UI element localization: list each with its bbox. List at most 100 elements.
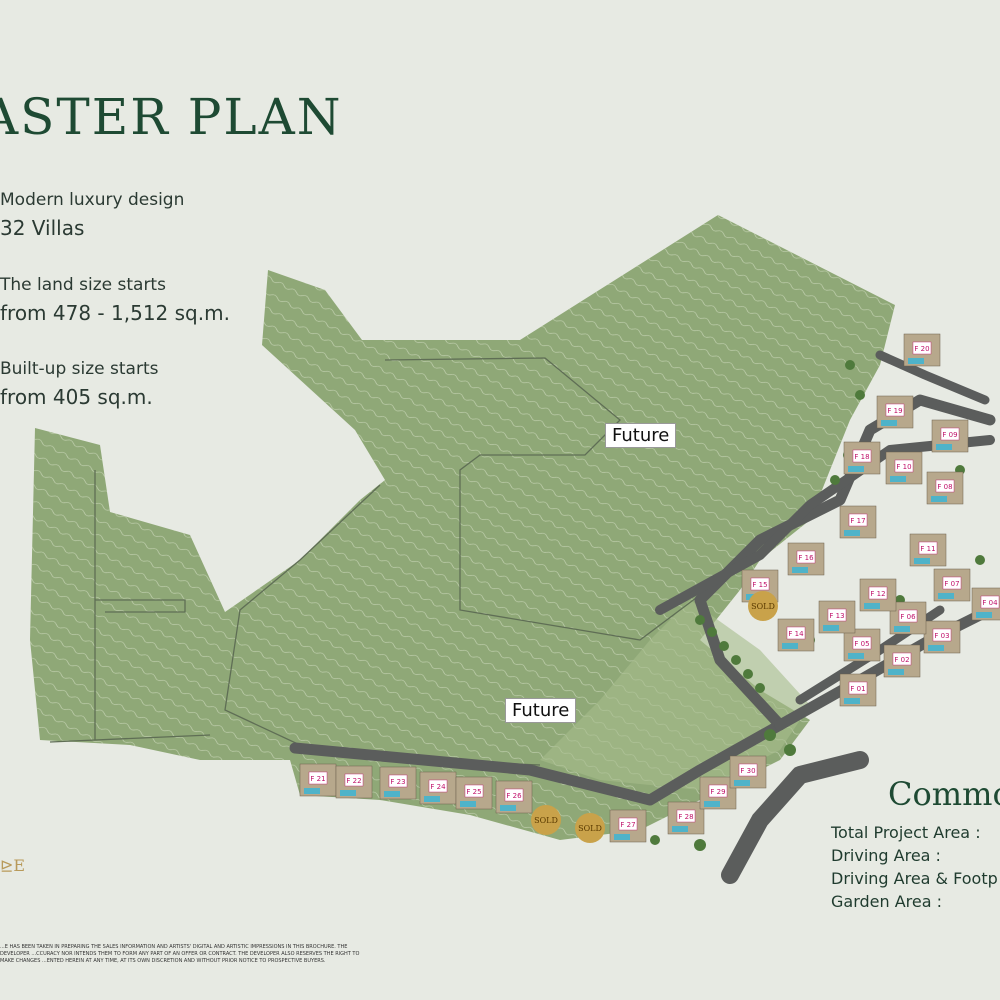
villa-label-box: [852, 449, 872, 463]
sold-badges: SOLD SOLD SOLD: [531, 591, 778, 843]
common-area-title: Commo: [888, 775, 1000, 813]
villa-plot: F 22: [335, 765, 373, 799]
page-title: ASTER PLAN: [0, 88, 343, 146]
feature-label-design: Modern luxury design: [0, 190, 185, 210]
boundary-west: [94, 470, 186, 740]
road-main: [655, 435, 995, 615]
villa-label-box: [796, 550, 816, 564]
villa-pool: [792, 567, 808, 573]
sold-badge-1: SOLD: [531, 805, 561, 835]
villa-pool: [890, 476, 906, 482]
villa-pool: [340, 790, 356, 796]
villa-plot: F 05: [843, 628, 881, 662]
boundary-track: [49, 734, 211, 743]
villa-plot: F 24: [419, 771, 457, 805]
villa-plot: F 19: [876, 395, 914, 429]
villa-plot: F 21: [299, 763, 337, 797]
villa-pool: [460, 801, 476, 807]
villa-label-box: [708, 784, 728, 798]
villa-number: F 26: [506, 792, 522, 800]
villa-plot: F 11: [909, 533, 947, 567]
villa-label-box: [676, 809, 696, 823]
villa-plot: F 02: [883, 644, 921, 678]
future-label-south: Future: [505, 698, 577, 723]
villa-label-box: [912, 341, 932, 355]
villa-label-box: [827, 608, 847, 622]
villa-label-box: [918, 541, 938, 555]
villa-label-box: [892, 652, 912, 666]
villa-plot: F 20: [903, 333, 941, 367]
villa-plot: F 16: [787, 542, 825, 576]
villa-pool: [704, 801, 720, 807]
brand-logo: ⊵E: [0, 856, 26, 875]
svg-text:SOLD: SOLD: [578, 824, 602, 833]
villa-pool: [424, 796, 440, 802]
villa-label-box: [750, 577, 770, 591]
villa-pool: [894, 626, 910, 632]
villa-plot: F 14: [777, 618, 815, 652]
villa-pool: [672, 826, 688, 832]
villa-number: F 01: [850, 685, 865, 693]
villa-pool: [928, 645, 944, 651]
villa-label-box: [388, 774, 408, 788]
villa-pool: [500, 805, 516, 811]
villa-plot: F 01: [839, 673, 877, 707]
villa-number: F 09: [942, 431, 957, 439]
villa-pool: [823, 625, 839, 631]
villa-label-box: [885, 403, 905, 417]
villa-label-box: [868, 586, 888, 600]
villa-label-box: [344, 773, 364, 787]
villa-pool: [848, 466, 864, 472]
legal-disclaimer: ...E HAS BEEN TAKEN IN PREPARING THE SAL…: [0, 944, 360, 964]
villa-pool: [844, 698, 860, 704]
feature-label-land: The land size starts: [0, 275, 166, 295]
villa-label-box: [738, 763, 758, 777]
villa-label-box: [618, 817, 638, 831]
villa-number: F 13: [829, 612, 844, 620]
driving-footpath-area-label: Driving Area & Footp: [831, 869, 998, 888]
svg-text:SOLD: SOLD: [534, 816, 558, 825]
villa-plot: F 27: [609, 809, 647, 843]
villa-number: F 27: [620, 821, 635, 829]
villa-number: F 16: [798, 554, 814, 562]
villa-plot: F 26: [495, 780, 533, 814]
future-label-north: Future: [605, 423, 677, 448]
villa-pool: [304, 788, 320, 794]
villa-pool: [384, 791, 400, 797]
trees: [650, 360, 985, 851]
villa-number: F 12: [870, 590, 885, 598]
villa-pool: [844, 530, 860, 536]
villa-number: F 17: [850, 517, 865, 525]
villa-number: F 08: [937, 483, 952, 491]
villa-label-box: [935, 479, 955, 493]
villa-number: F 03: [934, 632, 949, 640]
villa-plot: F 06: [889, 601, 927, 635]
villa-number: F 15: [752, 581, 767, 589]
villa-number: F 07: [944, 580, 959, 588]
villa-pool: [931, 496, 947, 502]
villa-label-box: [848, 681, 868, 695]
villa-plot: F 18: [843, 441, 881, 475]
villa-pool: [864, 603, 880, 609]
villa-number: F 21: [310, 775, 325, 783]
garden-area-label: Garden Area :: [831, 892, 943, 911]
villa-plot: F 04: [971, 587, 1000, 621]
villa-label-box: [308, 771, 328, 785]
villa-pool: [976, 612, 992, 618]
villa-pool: [936, 444, 952, 450]
villa-label-box: [428, 779, 448, 793]
villa-plot: F 10: [885, 451, 923, 485]
villa-pool: [888, 669, 904, 675]
villa-number: F 02: [894, 656, 909, 664]
villa-number: F 11: [920, 545, 935, 553]
villa-pool: [848, 653, 864, 659]
villa-label-box: [940, 427, 960, 441]
total-project-area-label: Total Project Area :: [831, 823, 981, 842]
villa-number: F 05: [854, 640, 869, 648]
villa-pool: [734, 780, 750, 786]
villa-plot: F 28: [667, 801, 705, 835]
terrain-area: [30, 215, 895, 840]
villa-number: F 29: [710, 788, 725, 796]
svg-text:SOLD: SOLD: [751, 602, 775, 611]
